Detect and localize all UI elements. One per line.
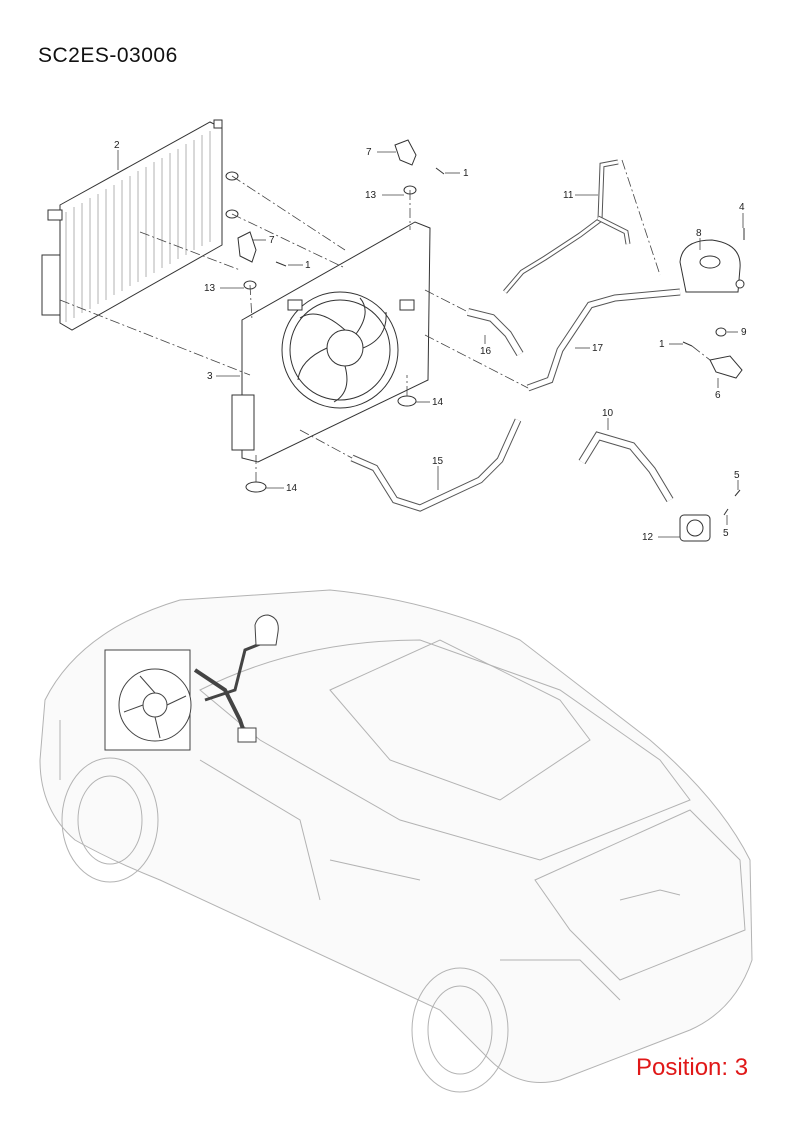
radiator-icon xyxy=(41,119,239,331)
car-outline-icon xyxy=(39,589,753,1093)
callout-7: 7 xyxy=(269,235,275,246)
bracket-icon xyxy=(394,139,417,166)
callout-13: 13 xyxy=(204,283,216,294)
callout-17: 17 xyxy=(592,343,604,354)
callout-15: 15 xyxy=(432,456,444,467)
bolt-icon xyxy=(435,167,445,175)
callout-6: 6 xyxy=(715,390,721,401)
callout-16: 16 xyxy=(480,346,492,357)
callout-1: 1 xyxy=(659,339,665,350)
callout-13: 13 xyxy=(365,190,377,201)
callout-5: 5 xyxy=(734,470,740,481)
callout-3: 3 xyxy=(207,371,213,382)
bolt-icon xyxy=(275,261,287,267)
callout-7: 7 xyxy=(366,147,372,158)
callout-8: 8 xyxy=(696,228,702,239)
bolt-icon xyxy=(682,341,693,347)
callout-14: 14 xyxy=(432,397,444,408)
callout-5: 5 xyxy=(723,528,729,539)
callout-11: 11 xyxy=(563,190,574,201)
position-label: Position: 3 xyxy=(636,1054,749,1081)
callout-2: 2 xyxy=(114,140,120,151)
callout-14: 14 xyxy=(286,483,298,494)
expansion-tank-icon xyxy=(679,239,745,293)
callout-1: 1 xyxy=(463,168,469,179)
rubber-mount-icon xyxy=(397,395,417,407)
callout-12: 12 xyxy=(642,532,654,543)
rubber-mount-icon xyxy=(245,481,267,493)
callout-1: 1 xyxy=(305,260,311,271)
fan-shroud-icon xyxy=(231,221,431,463)
sheet-code: SC2ES-03006 xyxy=(38,44,178,67)
callout-10: 10 xyxy=(602,408,614,419)
bracket-icon xyxy=(237,231,257,263)
water-pump-icon xyxy=(679,514,711,542)
callout-9: 9 xyxy=(741,327,747,338)
callout-4: 4 xyxy=(739,202,745,213)
